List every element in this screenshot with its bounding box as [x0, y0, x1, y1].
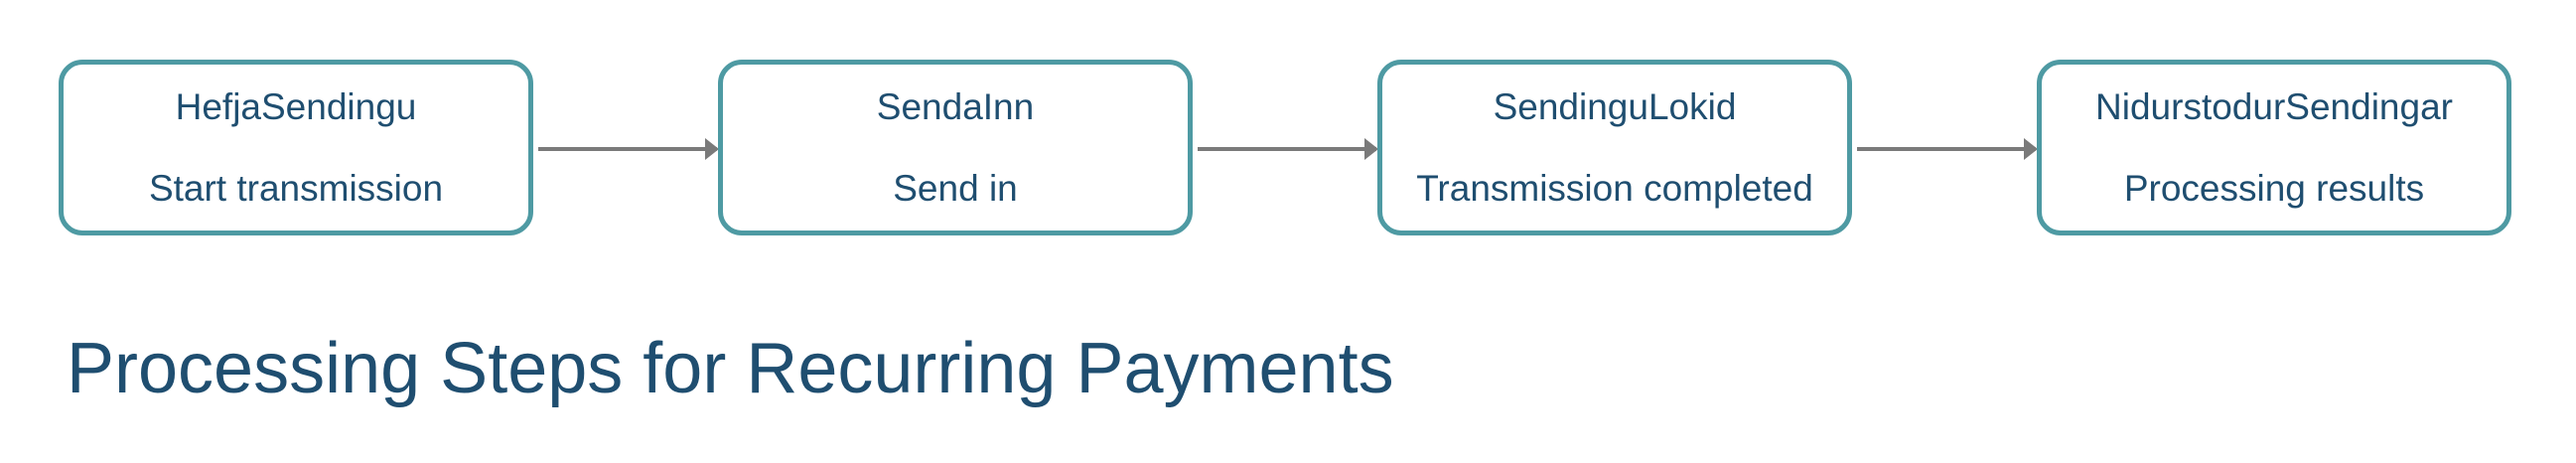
step-name: HefjaSendingu — [175, 85, 417, 127]
step-name: NidurstodurSendingar — [2095, 85, 2453, 127]
diagram-title: Processing Steps for Recurring Payments — [67, 329, 1394, 408]
step-name: SendinguLokid — [1493, 85, 1737, 127]
process-flow: HefjaSendingu Start transmission SendaIn… — [59, 60, 2511, 235]
step-box-processing-results: NidurstodurSendingar Processing results — [2037, 60, 2511, 235]
arrowhead-icon — [1364, 138, 1378, 160]
arrow-connector — [538, 138, 719, 160]
arrowhead-icon — [2024, 138, 2038, 160]
step-description: Send in — [893, 167, 1018, 209]
arrow-connector — [1857, 138, 2038, 160]
step-box-start-transmission: HefjaSendingu Start transmission — [59, 60, 533, 235]
step-description: Transmission completed — [1416, 167, 1813, 209]
arrowhead-icon — [705, 138, 719, 160]
arrow-connector — [1198, 138, 1378, 160]
step-description: Processing results — [2123, 167, 2425, 209]
step-box-send-in: SendaInn Send in — [718, 60, 1193, 235]
step-name: SendaInn — [876, 85, 1035, 127]
step-box-transmission-completed: SendinguLokid Transmission completed — [1377, 60, 1852, 235]
step-description: Start transmission — [148, 167, 444, 209]
